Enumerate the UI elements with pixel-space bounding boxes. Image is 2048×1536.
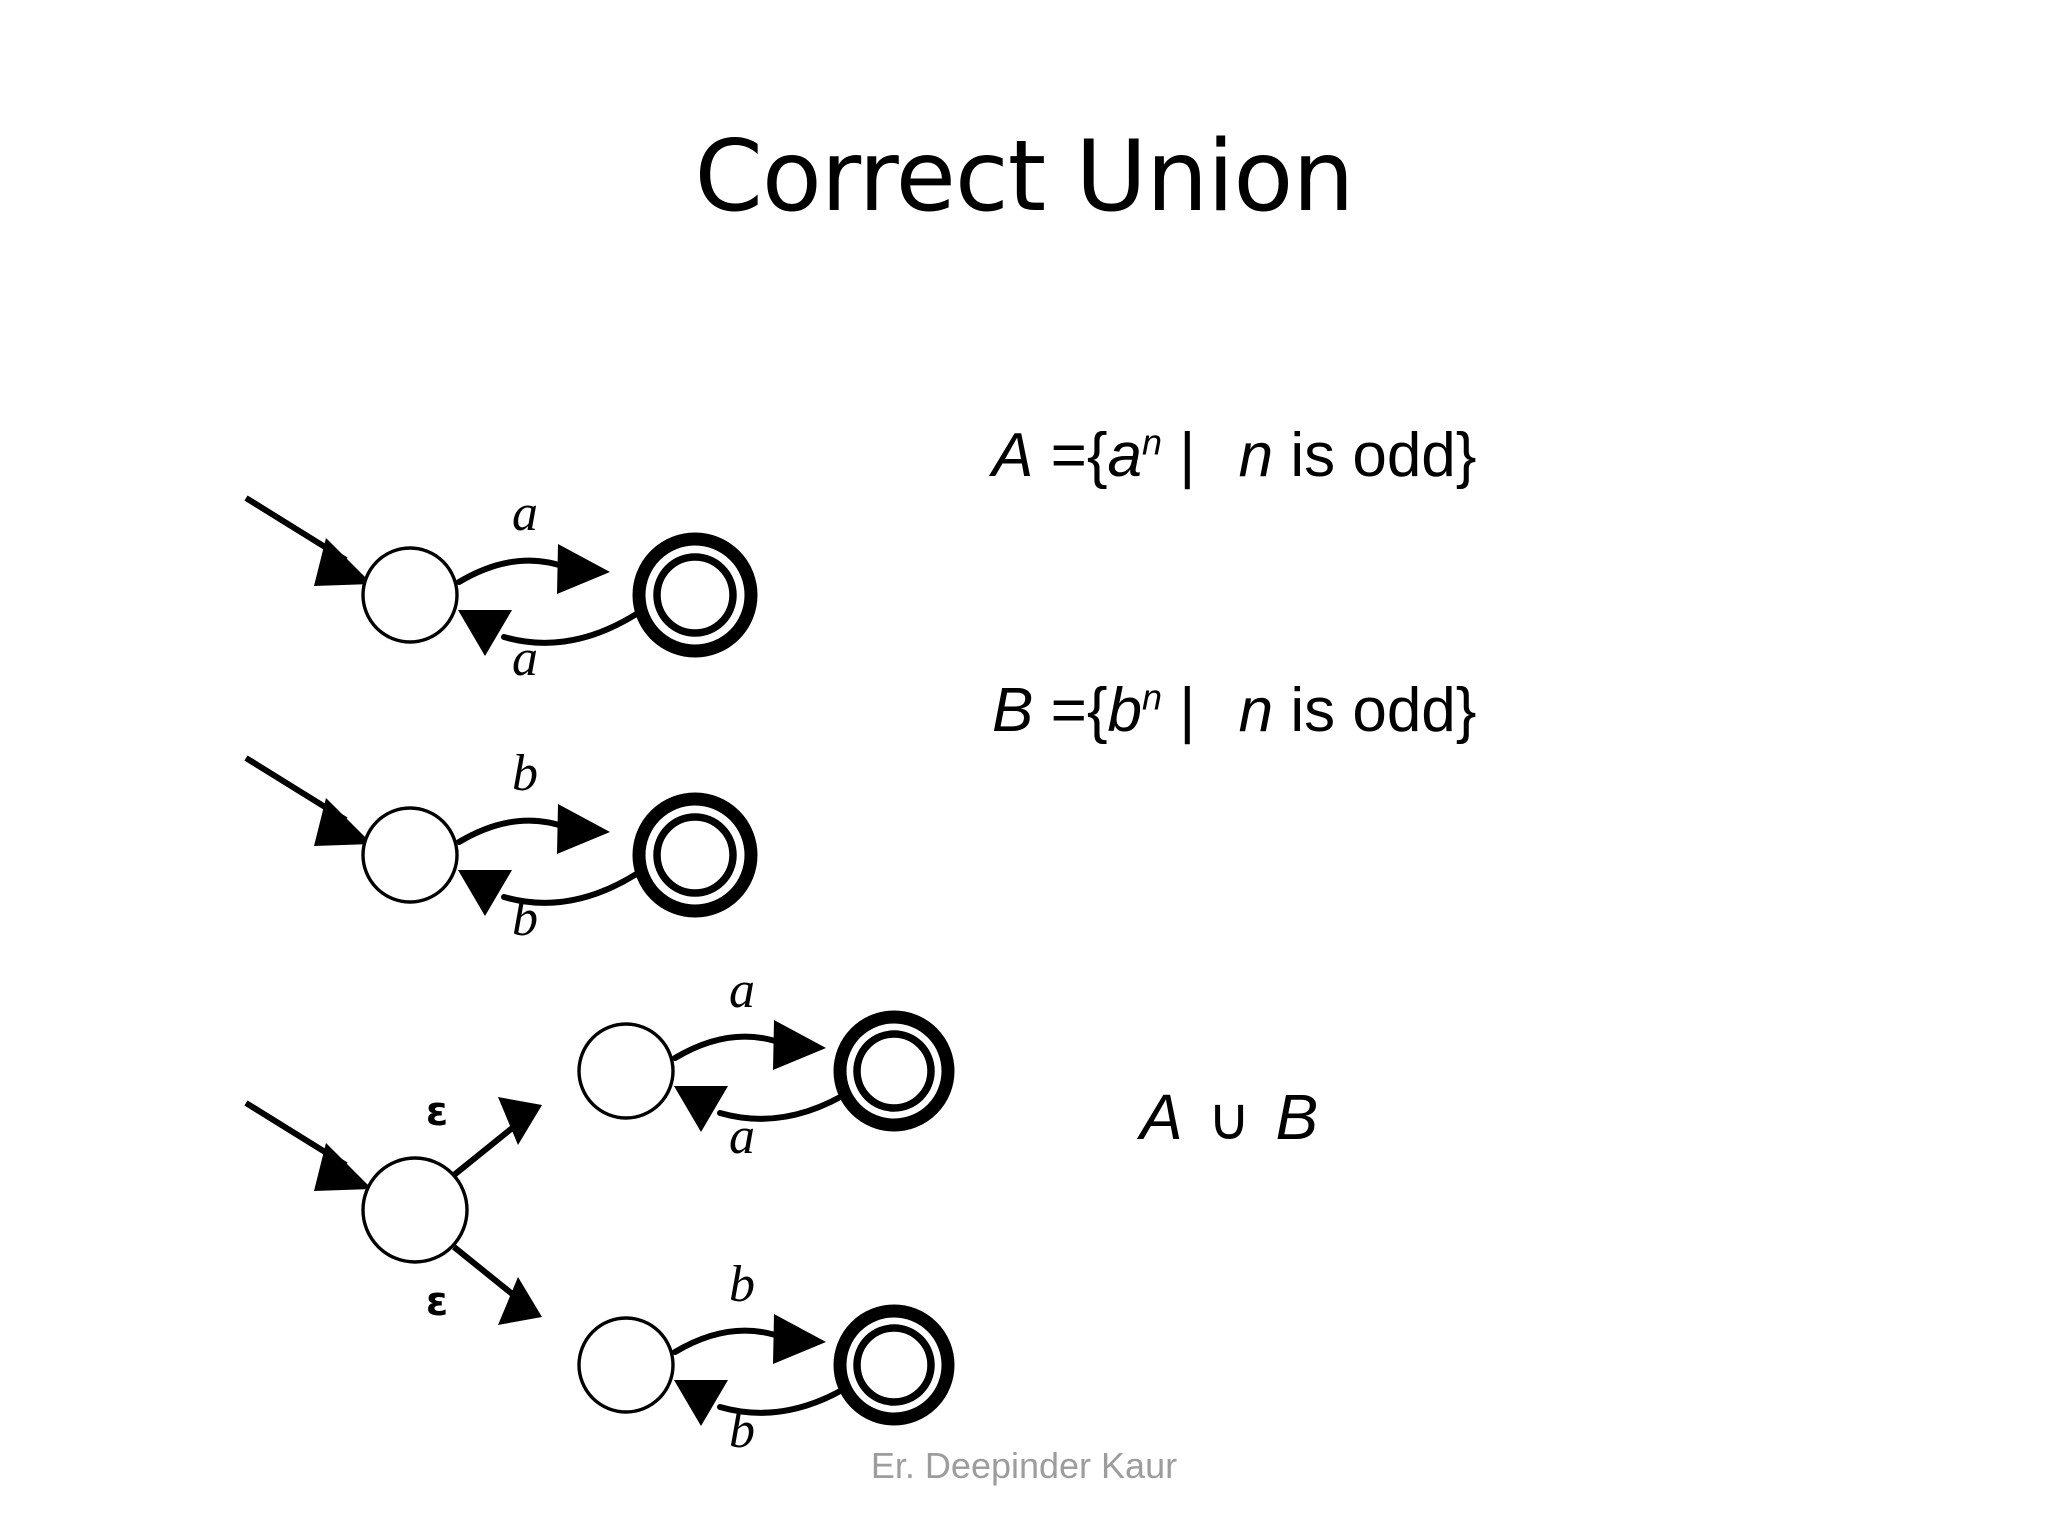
transition-q0-q1 [456,544,610,594]
formula-b-symbol: b [1107,676,1143,745]
automaton-nfa-a: a a [230,480,790,750]
transition-label-bottom: b [512,890,538,947]
formula-a-exponent: n [1142,421,1163,463]
transition-label-bottom: a [512,630,538,687]
page-title: Correct Union [694,120,1355,234]
formula-union: A ∪ B [1140,1085,1318,1150]
transition-qa0-qa1 [672,1020,826,1070]
start-arrow-icon [244,755,372,846]
transition-q1-q0 [458,870,641,916]
union-operator-icon: ∪ [1207,1087,1251,1152]
formula-a-condition-text: is odd [1273,421,1456,490]
transition-q1-q0 [458,610,641,656]
formula-set-b: B ={bn | n is odd} [992,679,1477,742]
formula-a-symbol: a [1107,421,1143,490]
transition-label-a-bottom: a [729,1108,755,1165]
formula-union-right: B [1275,1081,1319,1153]
transition-qa1-qa0 [674,1086,857,1132]
state-accept-qb1 [833,1304,955,1426]
formula-a-close-brace: } [1455,421,1477,490]
start-arrow-icon [244,1100,372,1191]
formula-b-equals: = [1050,676,1087,745]
formula-b-condition-text: is odd [1273,676,1456,745]
state-accept-qa1 [833,1010,955,1132]
formula-b-condition-var: n [1238,676,1274,745]
state-start-q0 [361,806,459,904]
formula-a-condition-var: n [1238,421,1274,490]
transition-label-top: b [512,745,538,802]
transition-label-b-bottom: b [729,1402,755,1459]
formula-b-open-brace: { [1086,676,1108,745]
state-start-q0 [361,546,459,644]
automaton-nfa-union: ε ε a a [230,962,1010,1505]
formula-b-bar: | [1179,676,1196,745]
state-qb0 [577,1316,675,1414]
transition-q0-q1 [456,804,610,854]
transition-label-a-top: a [729,962,755,1019]
formula-b-close-brace: } [1455,676,1477,745]
transition-epsilon-lower [452,1244,542,1325]
formula-a-name: A [992,421,1034,490]
formula-b-exponent: n [1142,676,1163,718]
transition-qb0-qb1 [672,1314,826,1364]
state-accept-q1 [632,532,758,658]
transition-qb1-qb0 [674,1380,857,1426]
transition-label-epsilon-lower: ε [426,1279,448,1325]
transition-label-b-top: b [729,1256,755,1313]
transition-epsilon-upper [452,1097,542,1178]
footer-credit: Er. Deepinder Kaur [870,1445,1178,1486]
formula-b-name: B [992,676,1034,745]
start-arrow-icon [244,495,372,586]
formula-set-a: A ={an | n is odd} [992,424,1477,487]
formula-union-left: A [1140,1081,1183,1153]
formula-a-equals: = [1050,421,1087,490]
transition-label-top: a [512,485,538,542]
state-accept-q1 [632,792,758,918]
state-qa0 [577,1022,675,1120]
formula-a-open-brace: { [1086,421,1108,490]
automaton-nfa-b: b b [230,740,790,1010]
formula-a-bar: | [1179,421,1196,490]
state-start-s [361,1156,469,1264]
transition-label-epsilon-upper: ε [426,1089,448,1135]
